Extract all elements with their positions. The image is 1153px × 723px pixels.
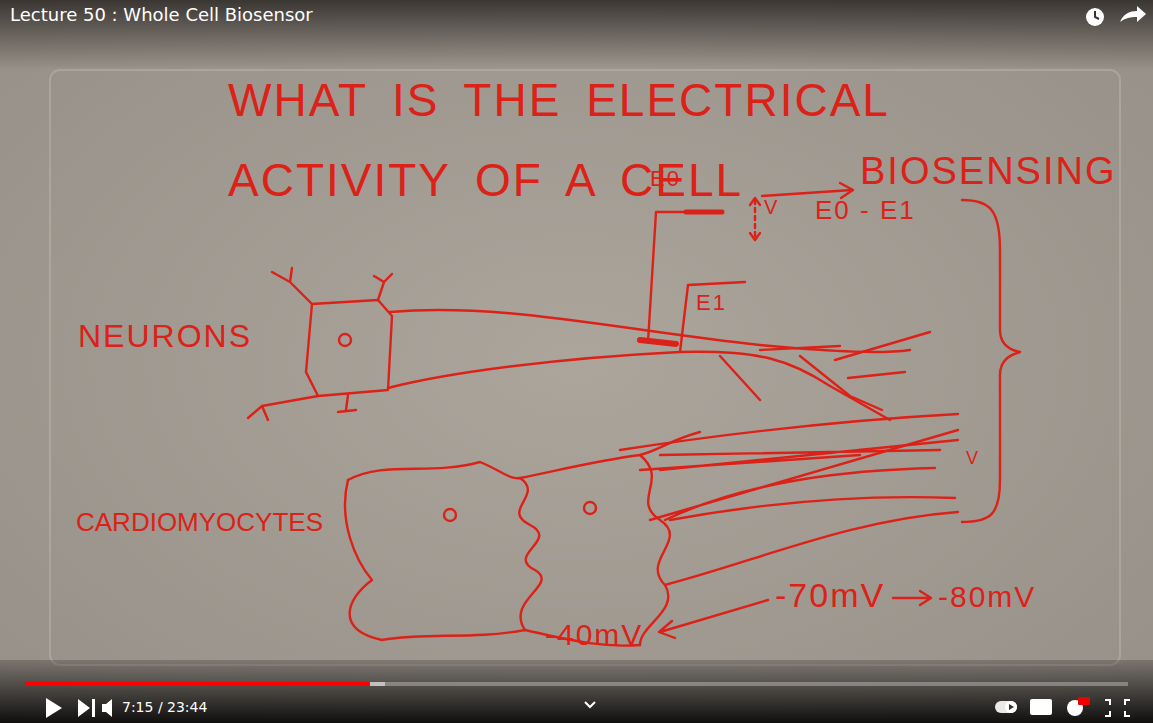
cell-type-label: CARDIOMYOCYTES	[76, 508, 323, 538]
potential-value: -40mV	[545, 618, 643, 653]
potential-value: -70mV	[775, 576, 885, 615]
potential-difference: E0 - E1	[815, 196, 916, 226]
voltage-label: V	[966, 448, 980, 469]
potential-value: -80mV	[938, 580, 1036, 615]
video-time: 7:15 / 23:44	[122, 699, 207, 715]
electrode-label: E0	[650, 166, 681, 191]
cell-type-label: NEURONS	[78, 318, 252, 355]
electrode-label: E1	[696, 290, 727, 315]
video-title: Lecture 50 : Whole Cell Biosensor	[10, 5, 313, 26]
voltage-label: V	[764, 196, 779, 219]
biosensing-label: BIOSENSING	[860, 150, 1117, 194]
